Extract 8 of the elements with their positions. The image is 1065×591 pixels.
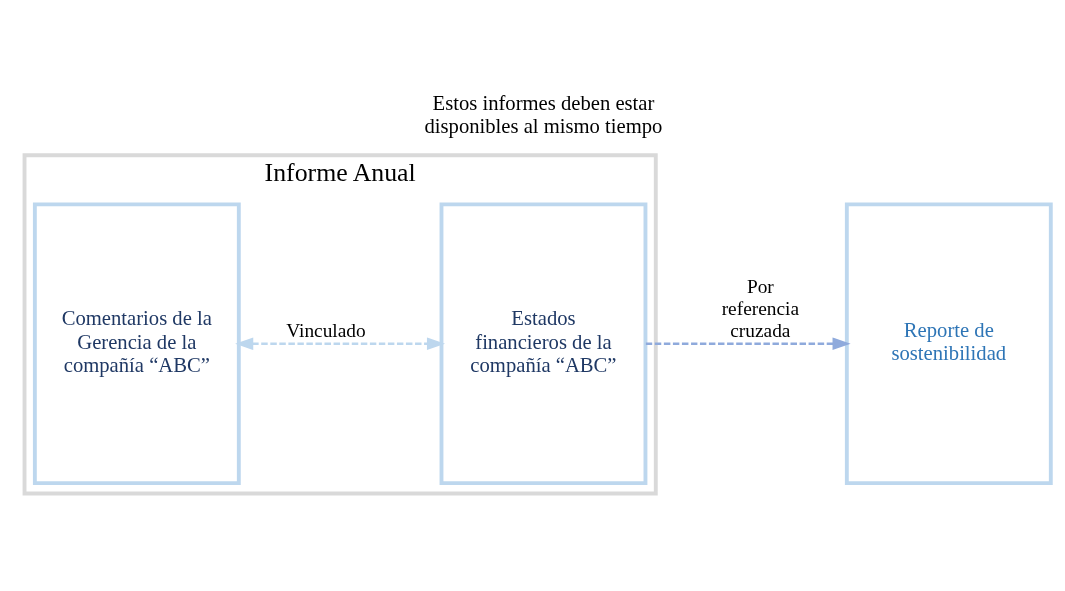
node-box: Reporte de sostenibilidad <box>844 201 1053 485</box>
edge-label: Por referencia cruzada <box>721 275 800 341</box>
arrow <box>235 336 446 350</box>
node-box: Comentarios de la Gerencia de la compañía “ABC” <box>32 201 241 485</box>
node-box: Estados financieros de la compañía “ABC” <box>439 201 648 485</box>
edge-label: Vinculado <box>286 319 366 341</box>
label: Estos informes deben estar disponibles al mismo tiempo <box>424 91 663 137</box>
arrow <box>645 336 851 350</box>
